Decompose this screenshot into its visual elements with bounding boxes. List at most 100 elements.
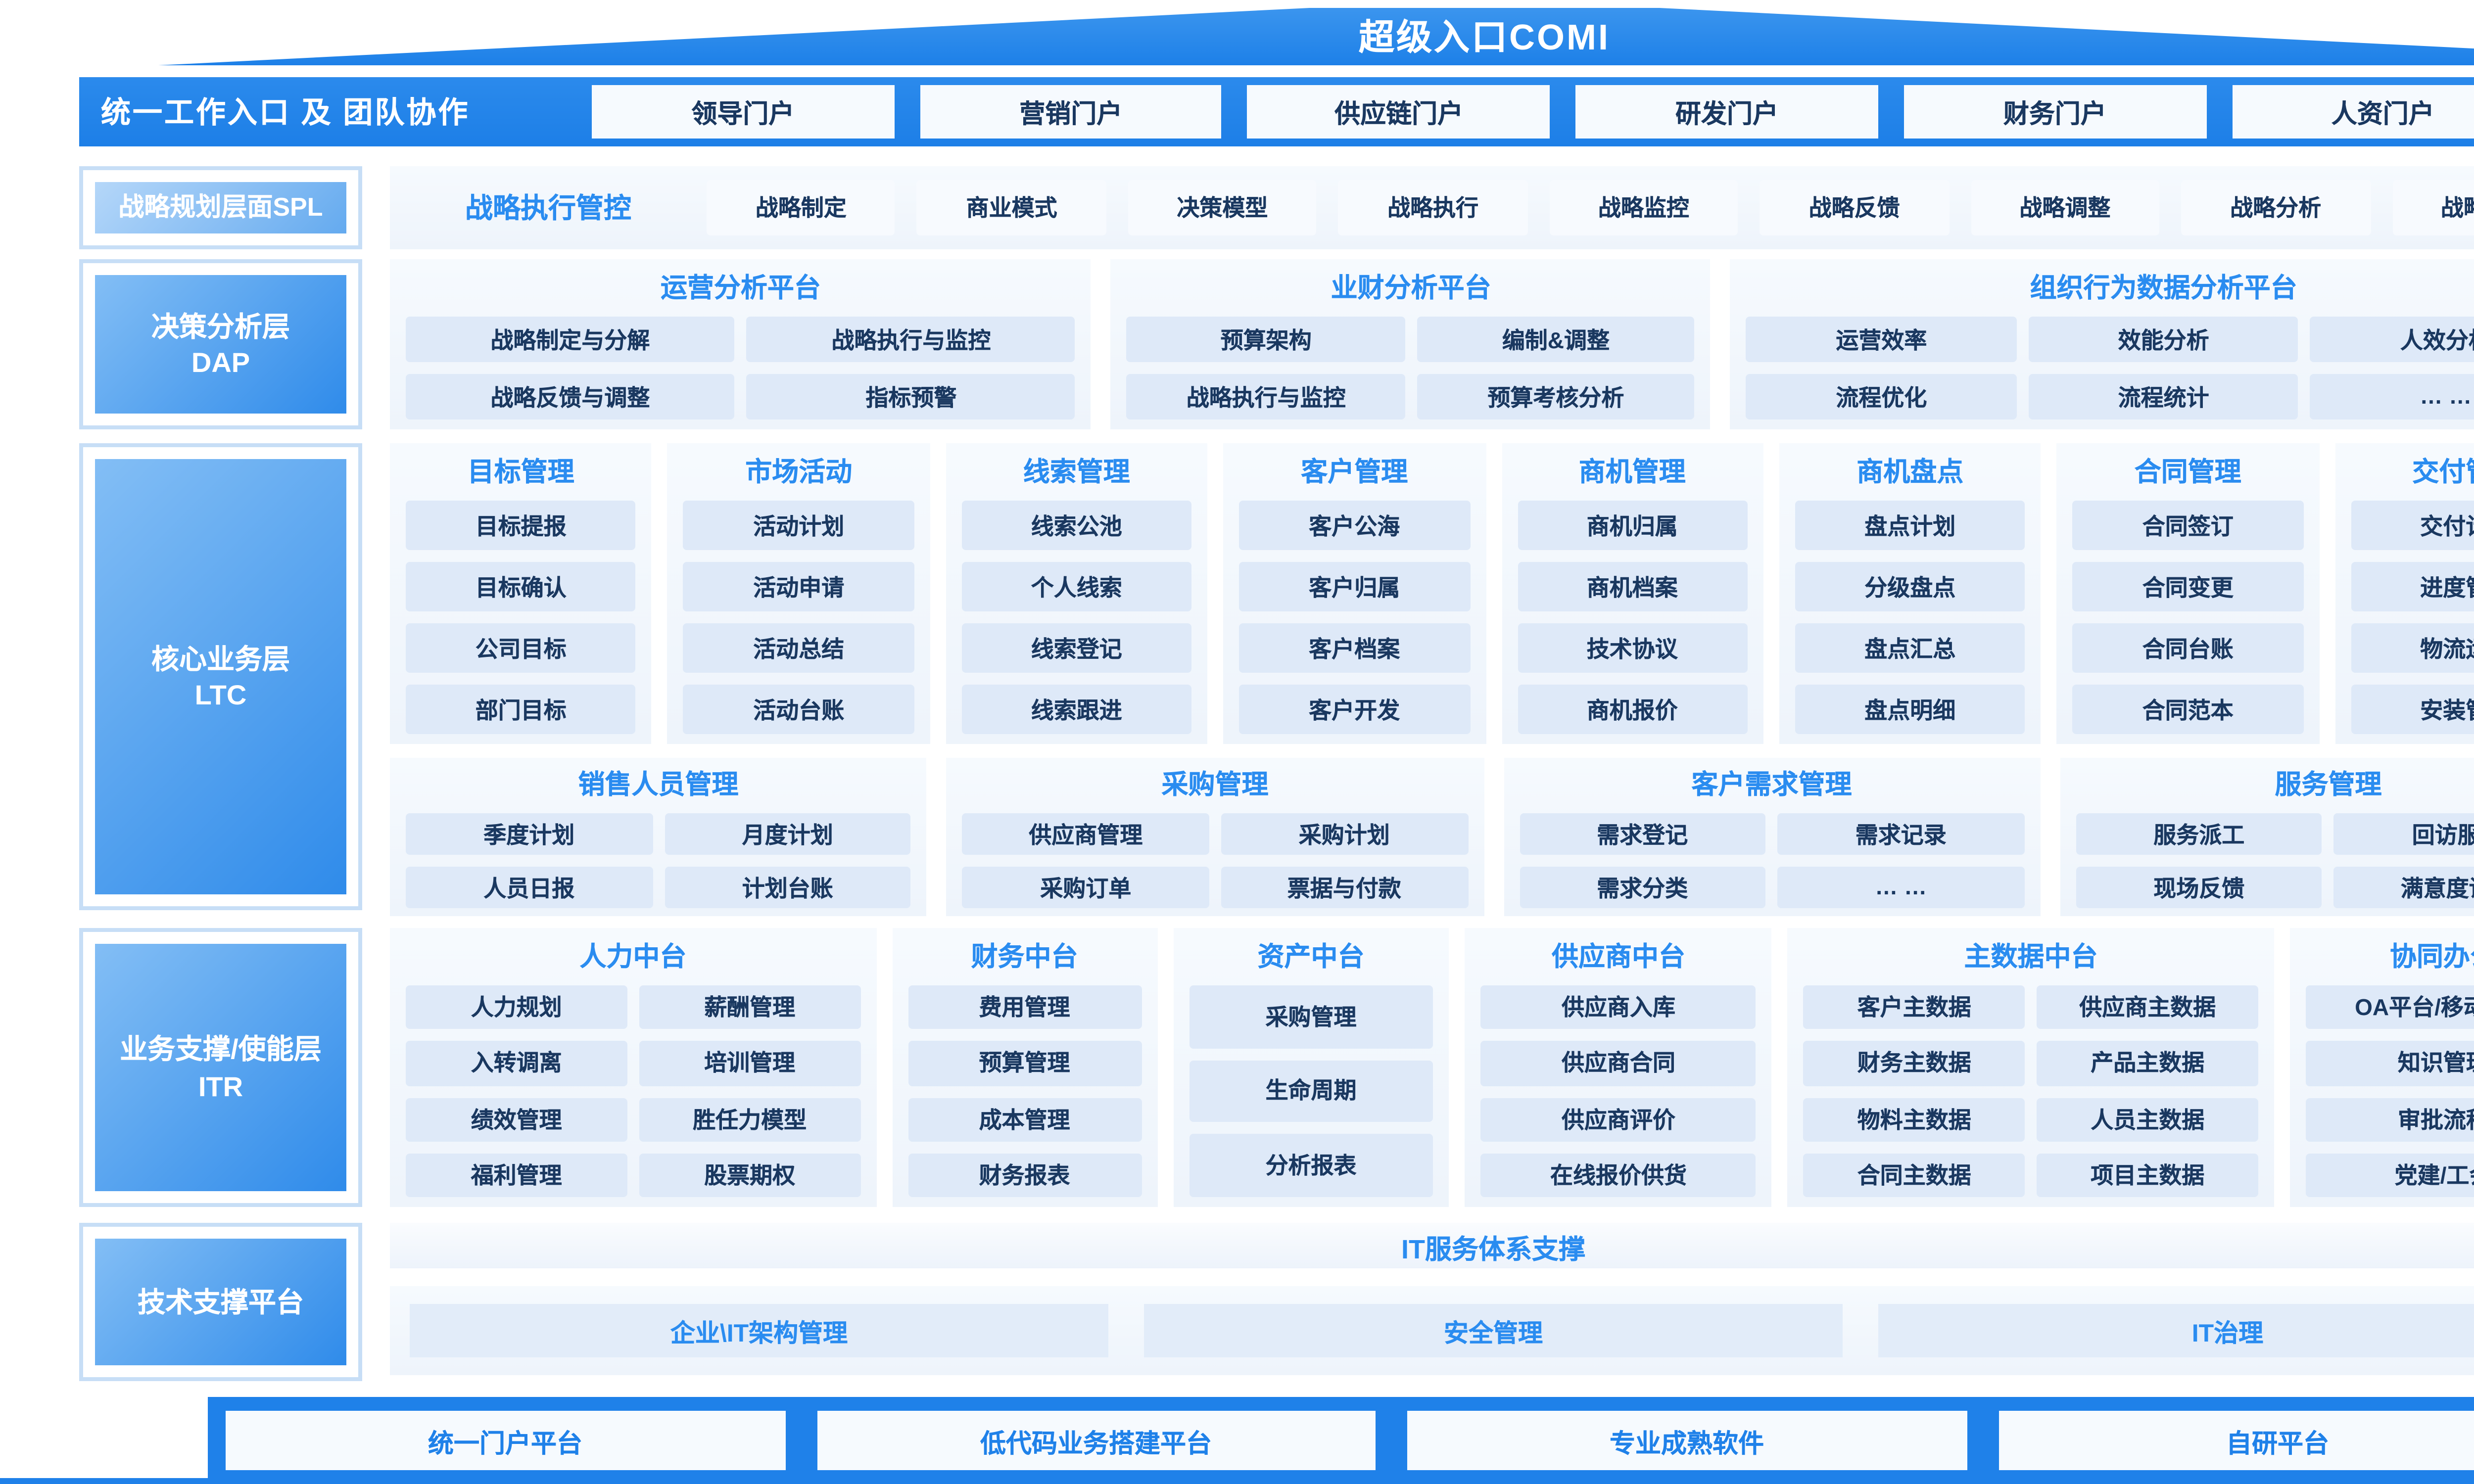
it-support-item: IT治理 (1878, 1304, 2474, 1357)
module-item: 技术协议 (1517, 623, 1748, 673)
bottom-platform-item: 专业成熟软件 (1407, 1411, 1966, 1470)
module-items: 盘点计划分级盘点盘点汇总盘点明细 (1795, 501, 2025, 734)
module-item: 需求分类 (1519, 867, 1766, 908)
module-group: 目标管理目标提报目标确认公司目标部门目标 (390, 443, 652, 744)
module-item: 流程统计 (2028, 374, 2299, 419)
module-items: 商机归属商机档案技术协议商机报价 (1517, 501, 1748, 734)
module-items: 活动计划活动申请活动总结活动台账 (683, 501, 914, 734)
layer-label-line: 业务支撑/使能层 (120, 1033, 322, 1066)
module-item: 运营效率 (1746, 317, 2017, 362)
module-group: 协同办公OA平台/移动办公知识管理审批流程党建/工会 (2290, 928, 2474, 1207)
module-item: 财务报表 (907, 1153, 1142, 1197)
module-item: 安装管理 (2350, 685, 2474, 734)
strategy-control-row: 战略执行管控 战略制定商业模式决策模型战略执行战略监控战略反馈战略调整战略分析战… (390, 166, 2474, 249)
module-items: 线索公池个人线索线索登记线索跟进 (961, 501, 1192, 734)
module-item: … … (1777, 867, 2024, 908)
portal-item: 领导门户 (592, 85, 894, 139)
module-item: 活动台账 (683, 685, 914, 734)
module-item: 采购订单 (962, 867, 1209, 908)
module-item: 目标确认 (406, 562, 636, 611)
module-item: 交付计划 (2350, 501, 2474, 550)
module-group: 客户需求管理需求登记需求记录需求分类… … (1503, 758, 2040, 916)
module-items: 需求登记需求记录需求分类… … (1519, 813, 2024, 908)
module-item: 流程优化 (1746, 374, 2017, 419)
module-item: 决策模型 (1128, 180, 1317, 235)
sidebar-layer: 战略规划层面SPL (79, 166, 362, 249)
portal-items: 领导门户营销门户供应链门户研发门户财务门户人资门户泛组织门户 (592, 85, 2474, 139)
module-item: 党建/工会 (2306, 1153, 2474, 1197)
module-item: 季度计划 (406, 813, 653, 855)
module-item: 合同主数据 (1804, 1153, 2025, 1197)
module-item: 战略制定与分解 (406, 317, 735, 362)
portal-bar: 统一工作入口 及 团队协作 领导门户营销门户供应链门户研发门户财务门户人资门户泛… (79, 77, 2474, 146)
module-group: 供应商中台供应商入库供应商合同供应商评价在线报价供货 (1465, 928, 1772, 1207)
module-group: 主数据中台客户主数据供应商主数据财务主数据产品主数据物料主数据人员主数据合同主数… (1788, 928, 2274, 1207)
module-group: 组织行为数据分析平台运营效率效能分析人效分析流程优化流程统计… … (1730, 259, 2474, 429)
module-items: 客户公海客户归属客户档案客户开发 (1239, 501, 1470, 734)
module-group: 服务管理服务派工回访服务现场反馈满意度调查 (2060, 758, 2474, 916)
module-group: 客户管理客户公海客户归属客户档案客户开发 (1223, 443, 1485, 744)
portal-item: 供应链门户 (1247, 85, 1550, 139)
module-items: 客户主数据供应商主数据财务主数据产品主数据物料主数据人员主数据合同主数据项目主数… (1804, 985, 2258, 1197)
module-item: 预算架构 (1127, 317, 1405, 362)
module-item: 线索登记 (961, 623, 1192, 673)
portal-item: 研发门户 (1575, 85, 1878, 139)
module-item: 战略调整 (1970, 180, 2160, 235)
module-item: 商机归属 (1517, 501, 1748, 550)
module-item: 薪酬管理 (639, 985, 860, 1029)
module-item: 预算管理 (907, 1041, 1142, 1085)
module-group: 采购管理供应商管理采购计划采购订单票据与付款 (947, 758, 1483, 916)
it-support-header: IT服务体系支撑 (390, 1223, 2474, 1268)
module-item: 人员日报 (406, 867, 653, 908)
group-title: 合同管理 (2134, 457, 2241, 487)
module-item: 目标提报 (406, 501, 636, 550)
module-item: 合同台账 (2073, 623, 2303, 673)
module-item: 进度管理 (2350, 562, 2474, 611)
super-entry-banner: 超级入口COMI (158, 8, 2474, 65)
bottom-strip (0, 1478, 2474, 1484)
module-item: 商机报价 (1517, 685, 1748, 734)
module-item: 盘点汇总 (1795, 623, 2025, 673)
layer-label-line: DAP (191, 346, 250, 378)
it-support-item: 企业\IT架构管理 (410, 1304, 1108, 1357)
module-item: 合同变更 (2073, 562, 2303, 611)
module-item: 线索跟进 (961, 685, 1192, 734)
module-item: 人力规划 (406, 985, 627, 1029)
module-item: 项目主数据 (2037, 1153, 2258, 1197)
group-title: 商机管理 (1578, 457, 1686, 487)
decision-analysis-row: 运营分析平台战略制定与分解战略执行与监控战略反馈与调整指标预警 业财分析平台预算架… (390, 259, 2474, 429)
group-title: 业财分析平台 (1331, 273, 1491, 303)
super-entry-title: 超级入口COMI (1359, 18, 1610, 57)
module-item: 福利管理 (406, 1153, 627, 1197)
module-item: 合同范本 (2073, 685, 2303, 734)
module-item: 需求登记 (1519, 813, 1766, 855)
module-item: 采购管理 (1189, 985, 1433, 1048)
core-business-row-2: 销售人员管理季度计划月度计划人员日报计划台账采购管理供应商管理采购计划采购订单票… (390, 758, 2474, 916)
module-item: 编制&调整 (1417, 317, 1695, 362)
layer-label: 战略规划层面SPL (95, 182, 346, 233)
module-item: 现场反馈 (2076, 867, 2323, 908)
module-items: 供应商管理采购计划采购订单票据与付款 (962, 813, 1468, 908)
layer-label-line: 核心业务层 (151, 643, 290, 675)
module-items: 合同签订合同变更合同台账合同范本 (2073, 501, 2303, 734)
module-item: 战略制定 (707, 180, 896, 235)
group-title: 服务管理 (2275, 770, 2382, 799)
module-group: 运营分析平台战略制定与分解战略执行与监控战略反馈与调整指标预警 (390, 259, 1092, 429)
module-item: 培训管理 (639, 1041, 860, 1085)
module-items: 服务派工回访服务现场反馈满意度调查 (2076, 813, 2474, 908)
module-items: 采购管理生命周期分析报表 (1189, 985, 1433, 1197)
business-support-row: 人力中台人力规划薪酬管理入转调离培训管理绩效管理胜任力模型福利管理股票期权财务中… (390, 928, 2474, 1207)
group-title: 客户需求管理 (1691, 770, 1852, 799)
group-title: 财务中台 (971, 942, 1078, 972)
module-item: 线索公池 (961, 501, 1192, 550)
core-business-row-1: 目标管理目标提报目标确认公司目标部门目标市场活动活动计划活动申请活动总结活动台账… (390, 443, 2474, 744)
module-item: 回访服务 (2334, 813, 2474, 855)
module-group: 财务中台费用管理预算管理成本管理财务报表 (892, 928, 1157, 1207)
module-item: 战略执行与监控 (746, 317, 1076, 362)
module-item: 客户开发 (1239, 685, 1470, 734)
module-group: 线索管理线索公池个人线索线索登记线索跟进 (946, 443, 1208, 744)
group-title: 目标管理 (467, 457, 574, 487)
